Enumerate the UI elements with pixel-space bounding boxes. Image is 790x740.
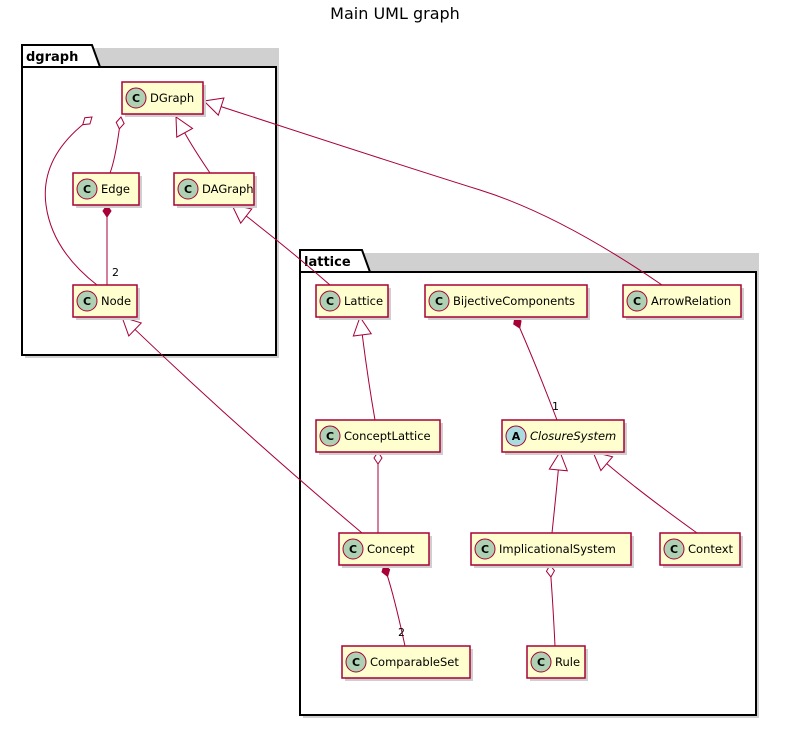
class-name: ConceptLattice [344,429,431,443]
abstract-class-icon [505,425,527,447]
class-icon [530,651,552,673]
class-icon [626,290,648,312]
package-label: dgraph [26,50,78,65]
class-name: ClosureSystem [530,429,616,443]
stereotype-letter: C [349,543,357,556]
relation-node-to-dgraph [44,116,98,286]
stereotype-letter: C [633,295,641,308]
stereotype-letter: C [352,656,360,669]
class-icon [76,178,98,200]
class-name: ComparableSet [370,655,459,669]
class-icon [125,87,147,109]
class-name: Node [101,294,131,308]
inheritance-line [245,215,331,286]
inheritance-line [606,463,698,534]
class-name: ArrowRelation [651,294,731,308]
class-rule[interactable]: C Rule [526,645,588,681]
inheritance-line [134,329,363,534]
class-name: Context [688,542,734,556]
class-context[interactable]: C Context [659,532,743,568]
stereotype-letter: C [670,543,678,556]
multiplicity-label: 2 [112,266,119,279]
class-name: Lattice [344,294,383,308]
class-icon [474,538,496,560]
stereotype-letter: C [184,183,192,196]
relation-implicationalsystem-to-closuresystem [548,450,569,534]
inheritance-line [551,469,559,534]
package-body [299,271,757,716]
diagram-title: Main UML graph [330,4,460,23]
class-box [424,284,588,318]
class-concept[interactable]: C Concept [338,532,432,568]
stereotype-letter: C [83,183,91,196]
class-name: Concept [367,542,415,556]
class-box [470,532,632,566]
package-label: lattice [304,255,351,270]
stereotype-letter: C [83,295,91,308]
relation-conceptlattice-to-lattice [352,315,376,421]
aggregation-line [44,124,98,286]
stereotype-letter: C [435,295,443,308]
composition-line [519,327,558,421]
class-icon [76,290,98,312]
class-comparableset[interactable]: C ComparableSet [341,645,473,681]
class-dgraph[interactable]: C DGraph [121,81,206,117]
stereotype-letter: C [326,430,334,443]
stereotype-letter: C [537,656,545,669]
stereotype-letter: A [512,430,521,443]
class-icon [345,651,367,673]
class-dagraph[interactable]: C DAGraph [173,172,257,208]
class-edge[interactable]: C Edge [72,172,142,208]
class-arrowrelation[interactable]: C ArrowRelation [622,284,744,320]
multiplicity-label: 2 [398,626,405,639]
class-icon [177,178,199,200]
class-name: DAGraph [202,182,254,196]
inheritance-line [361,334,376,421]
class-name: ImplicationalSystem [499,542,616,556]
inheritance-line [184,132,211,174]
aggregation-line [109,128,120,174]
class-icon [428,290,450,312]
relations-layer: 2 1 2 [44,97,698,647]
relation-dagraph-to-dgraph [175,116,211,174]
class-node[interactable]: C Node [72,284,140,320]
relation-arrowrelation-to-dgraph [202,97,663,286]
stereotype-letter: C [132,92,140,105]
class-icon [319,425,341,447]
class-name: DGraph [150,91,194,105]
class-lattice[interactable]: C Lattice [315,284,391,320]
stereotype-letter: C [326,295,334,308]
composition-line [387,576,406,647]
aggregation-line [550,576,556,647]
class-closuresystem[interactable]: A ClosureSystem [501,419,627,455]
class-name: Edge [101,182,130,196]
inheritance-line [220,106,663,286]
class-icon [342,538,364,560]
class-icon [319,290,341,312]
relation-edge-to-dgraph [109,116,125,174]
stereotype-letter: C [481,543,489,556]
class-conceptlattice[interactable]: C ConceptLattice [315,419,443,455]
class-name: BijectiveComponents [453,294,575,308]
class-name: Rule [555,655,580,669]
multiplicity-label: 1 [552,400,559,413]
package-lattice: lattice [299,249,759,718]
class-bijectivecomponents[interactable]: C BijectiveComponents [424,284,590,320]
class-implicationalsystem[interactable]: C ImplicationalSystem [470,532,634,568]
class-icon [663,538,685,560]
